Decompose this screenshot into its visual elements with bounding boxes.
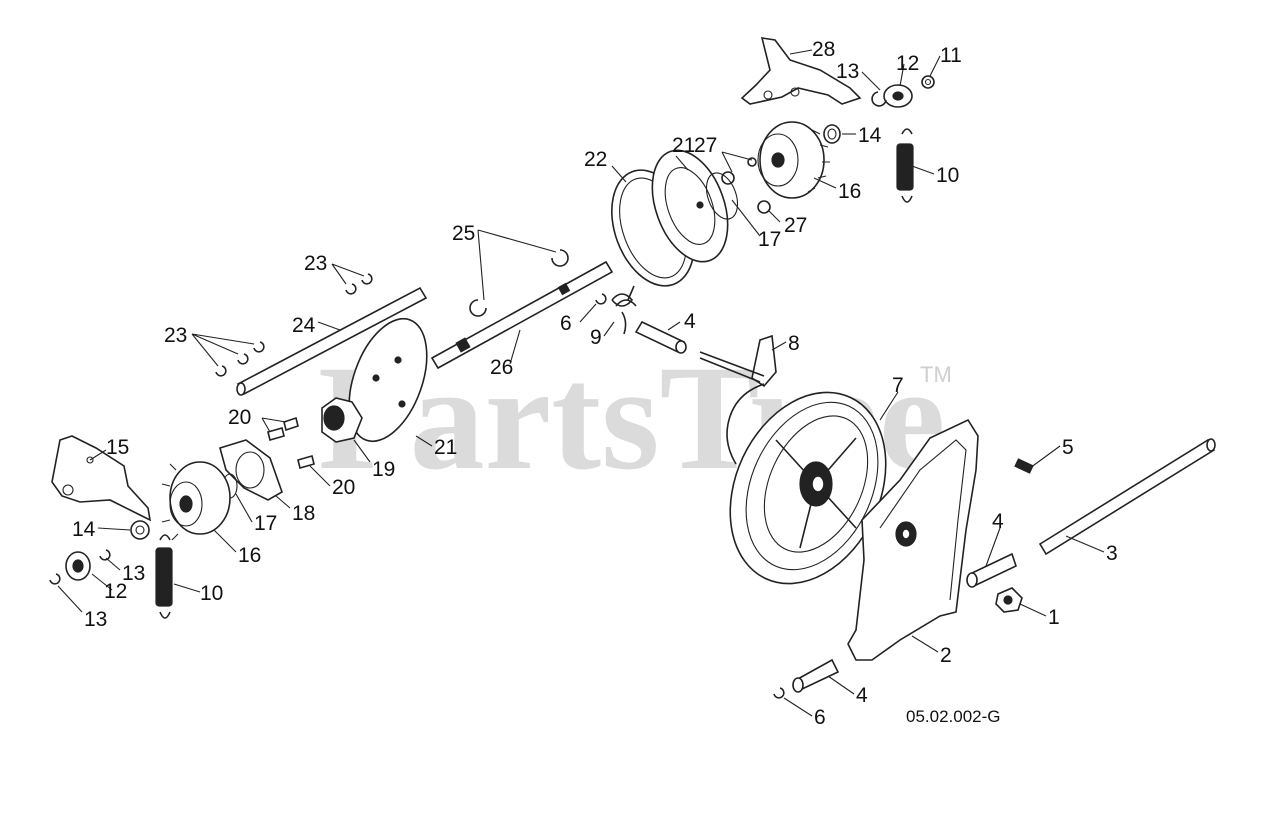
callout-6-mid: 6: [560, 312, 572, 335]
callout-17-left: 17: [254, 512, 277, 535]
callout-14-left: 14: [72, 518, 96, 541]
callout-25: 25: [452, 222, 475, 245]
part-13-clips-left: [49, 549, 111, 585]
watermark-trademark: TM: [920, 362, 952, 387]
callout-27-bottom: 27: [784, 214, 807, 237]
part-4-bushing-mid: [634, 320, 687, 354]
part-11-nut: [921, 75, 935, 89]
part-15-bracket: [51, 435, 152, 522]
callout-numbers: 28 13 12 11 14 10 16 27 27 17 21 22 25 2…: [72, 38, 1118, 729]
part-4-bushing-right: [966, 552, 1017, 588]
callout-28: 28: [812, 38, 835, 61]
callout-26: 26: [490, 356, 513, 379]
part-10-spring-top: [896, 128, 914, 203]
part-5-pin: [1014, 458, 1034, 474]
part-8-lever: [699, 334, 777, 465]
callout-13-left-a: 13: [122, 562, 145, 585]
part-17-ring-top: [705, 172, 739, 220]
callout-9: 9: [590, 326, 602, 349]
callout-15: 15: [106, 436, 129, 459]
callout-4-right: 4: [992, 510, 1004, 533]
callout-22: 22: [584, 148, 607, 171]
part-23-clips-lower: [215, 341, 265, 377]
part-12-bearing-top: [883, 84, 913, 108]
callout-21-top: 21: [672, 134, 695, 157]
part-28-bracket: [740, 37, 862, 105]
part-6-clip-mid: [595, 293, 607, 305]
callout-16-left: 16: [238, 544, 261, 567]
part-27-pins: [721, 157, 771, 214]
callout-6-bottom: 6: [814, 706, 826, 729]
callout-20-lower: 20: [332, 476, 355, 499]
part-24-shaft: [236, 286, 428, 396]
callout-4-mid: 4: [684, 310, 696, 333]
part-21-disc-mid: [348, 317, 428, 443]
part-16-gear-top: [757, 121, 830, 199]
part-10-spring-left: [155, 534, 173, 619]
part-16-gear-left: [161, 461, 231, 541]
part-18-housing: [219, 439, 283, 501]
callout-19: 19: [372, 458, 395, 481]
part-23-clips-upper: [345, 273, 373, 295]
callout-2: 2: [940, 644, 952, 667]
part-26-shaft: [430, 260, 614, 370]
callout-23-lower: 23: [164, 324, 187, 347]
callout-10-top: 10: [936, 164, 959, 187]
callout-10-left: 10: [200, 582, 223, 605]
part-20-pins: [267, 416, 315, 469]
part-6-clip-bottom: [773, 687, 785, 699]
callout-3: 3: [1106, 542, 1118, 565]
part-7-pulley: [729, 391, 887, 585]
leader-lines: [57, 49, 1105, 717]
callout-20-upper: 20: [228, 406, 251, 429]
callout-16-top: 16: [838, 180, 861, 203]
part-1-nut: [995, 587, 1023, 613]
callout-17-top: 17: [758, 228, 781, 251]
callout-7: 7: [892, 374, 904, 397]
callout-14-top: 14: [858, 124, 882, 147]
callout-5: 5: [1062, 436, 1074, 459]
callout-13-top: 13: [836, 60, 859, 83]
part-4-bushing-bottom: [792, 658, 840, 693]
callout-18: 18: [292, 502, 315, 525]
callout-23-upper: 23: [304, 252, 327, 275]
callout-27-top: 27: [694, 134, 717, 157]
part-13-clip-top: [871, 91, 887, 107]
part-9-torsion-spring: [611, 285, 637, 335]
part-19-flange-bearing: [321, 397, 363, 443]
part-14-washer-top: [823, 124, 841, 144]
diagram-code: 05.02.002-G: [906, 707, 1001, 726]
part-2-side-plate: [847, 418, 979, 661]
part-14-washer-left: [130, 520, 150, 540]
callout-1: 1: [1048, 606, 1060, 629]
callout-8: 8: [788, 332, 800, 355]
part-3-rod: [1038, 438, 1216, 556]
callout-4-bottom: 4: [856, 684, 868, 707]
callout-12-top: 12: [896, 52, 919, 75]
callout-21-mid: 21: [434, 436, 457, 459]
part-12-bearing-left: [65, 551, 91, 581]
callout-24: 24: [292, 314, 316, 337]
callout-12-left: 12: [104, 580, 127, 603]
callout-11: 11: [940, 44, 962, 67]
callout-13-left-b: 13: [84, 608, 107, 631]
part-25-clips: [469, 249, 569, 317]
